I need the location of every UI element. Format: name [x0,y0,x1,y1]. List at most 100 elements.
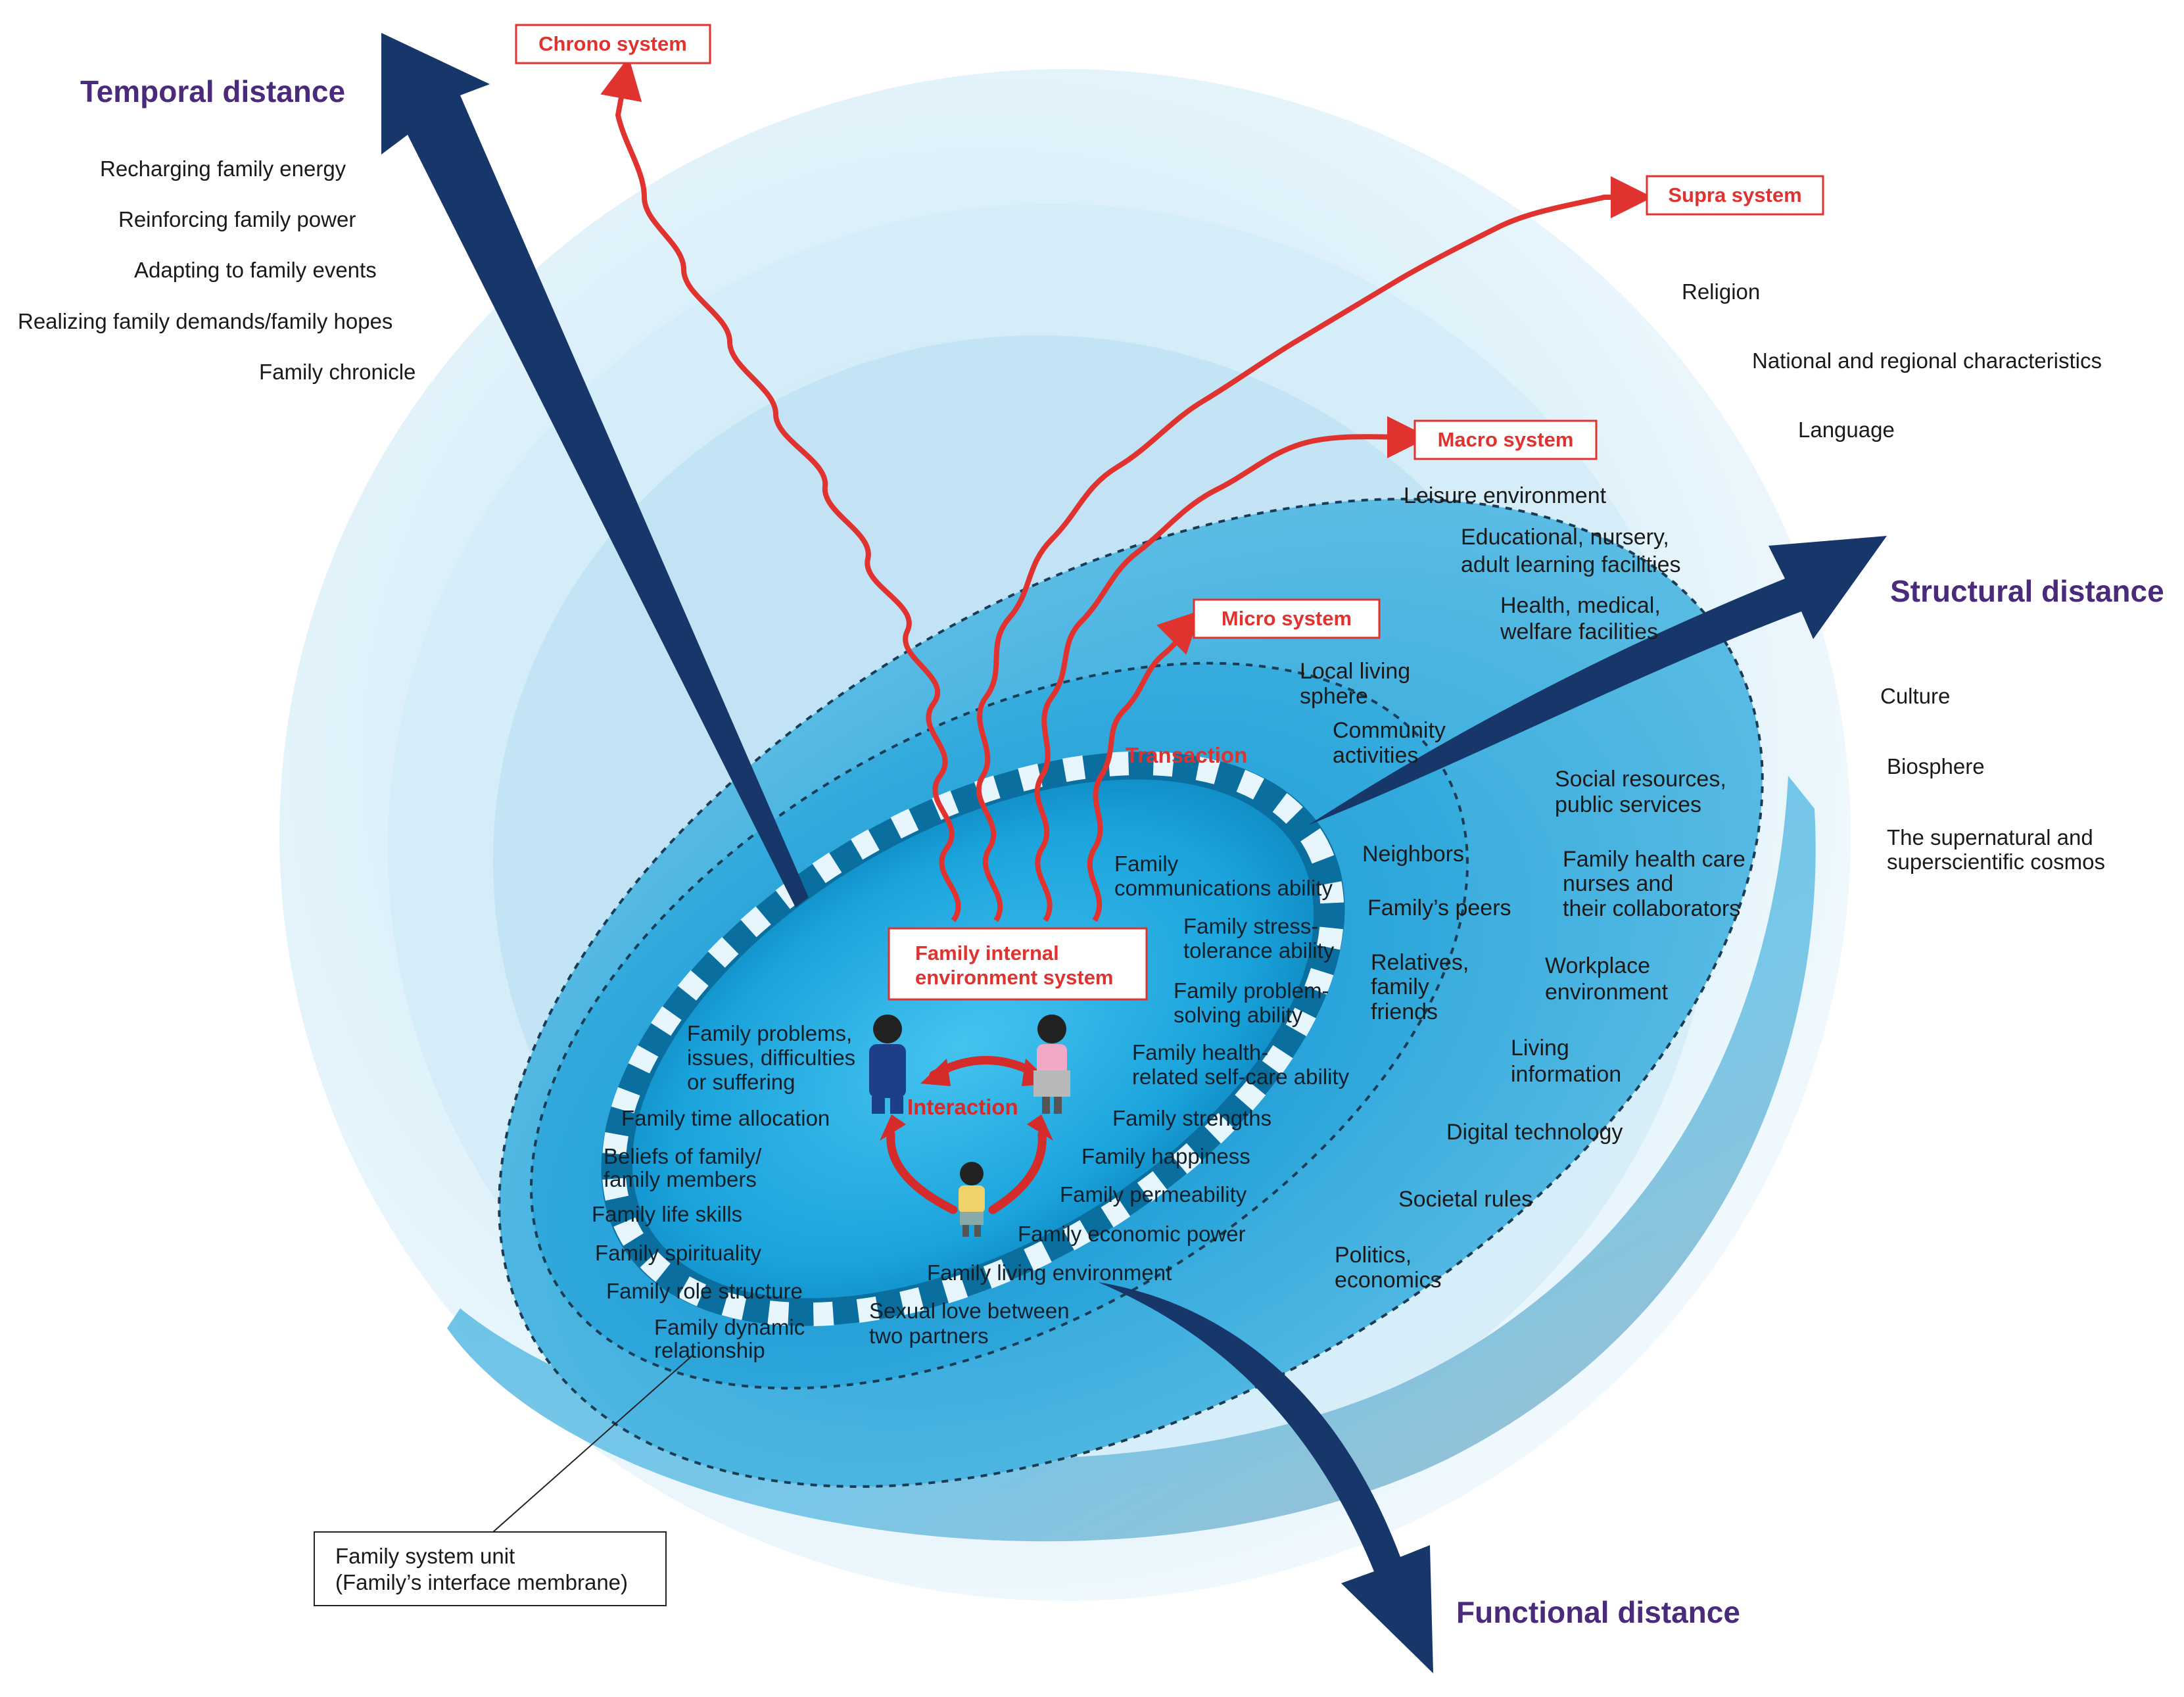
svg-text:Family internal: Family internal [915,942,1059,965]
family-core [632,779,1314,1299]
micro-item: family [1371,974,1429,999]
macro-wave [1034,416,1429,922]
macro-item: environment [1545,980,1669,1005]
interaction-arrow-right [988,1130,1047,1214]
internal-item: or suffering [687,1070,795,1094]
internal-item: Family economic power [1018,1222,1246,1246]
internal-item: solving ability [1174,1003,1303,1027]
temporal-item: Family chronicle [259,360,415,384]
macro-item: Workplace [1545,953,1650,978]
temporal-distance-title: Temporal distance [80,74,345,108]
macro-item: nurses and [1563,871,1673,896]
macro-item: information [1511,1062,1621,1087]
macro-item: Health, medical, [1500,593,1661,618]
functional-distance-title: Functional distance [1456,1595,1740,1629]
temporal-items: Recharging family energy Reinforcing fam… [18,156,415,384]
macro-item: Digital technology [1446,1120,1623,1145]
cut-shell [447,776,1816,1542]
macro-item: adult learning facilities [1461,552,1681,577]
micro-item: sphere [1300,684,1368,709]
macro-item: Educational, nursery, [1461,525,1669,550]
internal-item: Family time allocation [621,1106,830,1130]
svg-text:environment system: environment system [915,966,1114,989]
family-system-unit-callout: Family system unit (Family’s interface m… [314,1354,694,1606]
transaction-label: Transaction [1126,743,1247,767]
temporal-item: Recharging family energy [100,156,346,181]
structural-distance-title: Structural distance [1890,574,2164,608]
internal-item: Family problems, [687,1021,852,1045]
svg-text:Chrono system: Chrono system [538,32,687,55]
internal-item: Family living environment [927,1260,1172,1285]
micro-item: Relatives, [1371,950,1469,975]
micro-items: Local living sphere Community activities… [1300,659,1511,1024]
macro-item: Leisure environment [1404,483,1607,508]
family-internal-system-box: Family internal environment system [888,927,1148,1001]
internal-item: Family dynamic [654,1315,805,1339]
micro-item: Local living [1300,659,1410,684]
internal-item: Family life skills [592,1202,742,1226]
macro-system-box: Macro system [1413,419,1598,460]
internal-item: two partners [869,1324,989,1348]
membrane-teeth [602,751,1344,1327]
supra-item: superscientific cosmos [1887,849,2105,874]
macro-items: Leisure environment Educational, nursery… [1335,483,1745,1293]
mother-figure [1033,1015,1070,1114]
internal-item: tolerance ability [1183,938,1335,963]
father-figure [869,1015,906,1114]
svg-text:Supra system: Supra system [1668,183,1801,206]
transaction-arrows [600,57,1653,922]
functional-arrow [1098,1282,1433,1673]
supra-wave [976,176,1653,922]
internal-item: Family stress- [1183,914,1318,938]
micro-item: Community [1333,718,1446,743]
callout-line1: Family system unit [335,1544,515,1568]
supra-item: Culture [1880,684,1950,708]
supra-item: Religion [1682,279,1760,304]
micro-item: Neighbors [1362,842,1464,867]
internal-item: Sexual love between [869,1299,1070,1323]
micro-item: activities [1333,743,1418,768]
internal-item: Family happiness [1081,1144,1250,1168]
internal-item: related self-care ability [1132,1064,1350,1089]
macro-item: Family health care [1563,847,1745,872]
chrono-wave [600,57,961,922]
temporal-item: Reinforcing family power [118,207,356,231]
structural-arrow [1308,536,1887,825]
supra-item: The supernatural and [1887,825,2093,849]
internal-item: Family spirituality [595,1241,762,1265]
internal-item: Family permeability [1060,1182,1247,1207]
supra-item: Biosphere [1887,754,1985,778]
supra-system-box: Supra system [1646,175,1824,216]
micro-item: friends [1371,999,1438,1024]
internal-item: Family strengths [1112,1106,1271,1130]
temporal-item: Adapting to family events [134,258,377,282]
supra-items: Religion National and regional character… [1682,279,2105,874]
internal-item: issues, difficulties [687,1045,855,1070]
internal-item: Family role structure [606,1279,803,1303]
interaction-label: Interaction [907,1095,1018,1119]
interaction-arrow-left [886,1130,958,1214]
supra-item: National and regional characteristics [1752,348,2102,373]
internal-item: family members [604,1167,757,1191]
internal-item: relationship [654,1338,765,1362]
internal-item: Family health- [1132,1040,1268,1064]
temporal-arrow [381,33,809,907]
macro-item: Social resources, [1555,767,1726,792]
micro-system-box: Micro system [1193,598,1381,639]
macro-item: Societal rules [1398,1187,1532,1212]
macro-item: Living [1511,1036,1569,1061]
callout-leader-line [492,1354,694,1533]
svg-text:Micro system: Micro system [1222,607,1352,630]
callout-line2: (Family’s interface membrane) [335,1570,628,1594]
supra-item: Language [1798,418,1895,442]
macro-item: economics [1335,1268,1442,1293]
internal-item: Family [1114,851,1179,876]
child-figure [959,1162,985,1237]
internal-item: Beliefs of family/ [604,1144,762,1168]
macro-item: public services [1555,792,1701,817]
internal-item: communications ability [1114,876,1333,900]
macro-item: Politics, [1335,1243,1412,1268]
micro-wave [1087,610,1201,922]
svg-text:Macro system: Macro system [1438,428,1574,451]
